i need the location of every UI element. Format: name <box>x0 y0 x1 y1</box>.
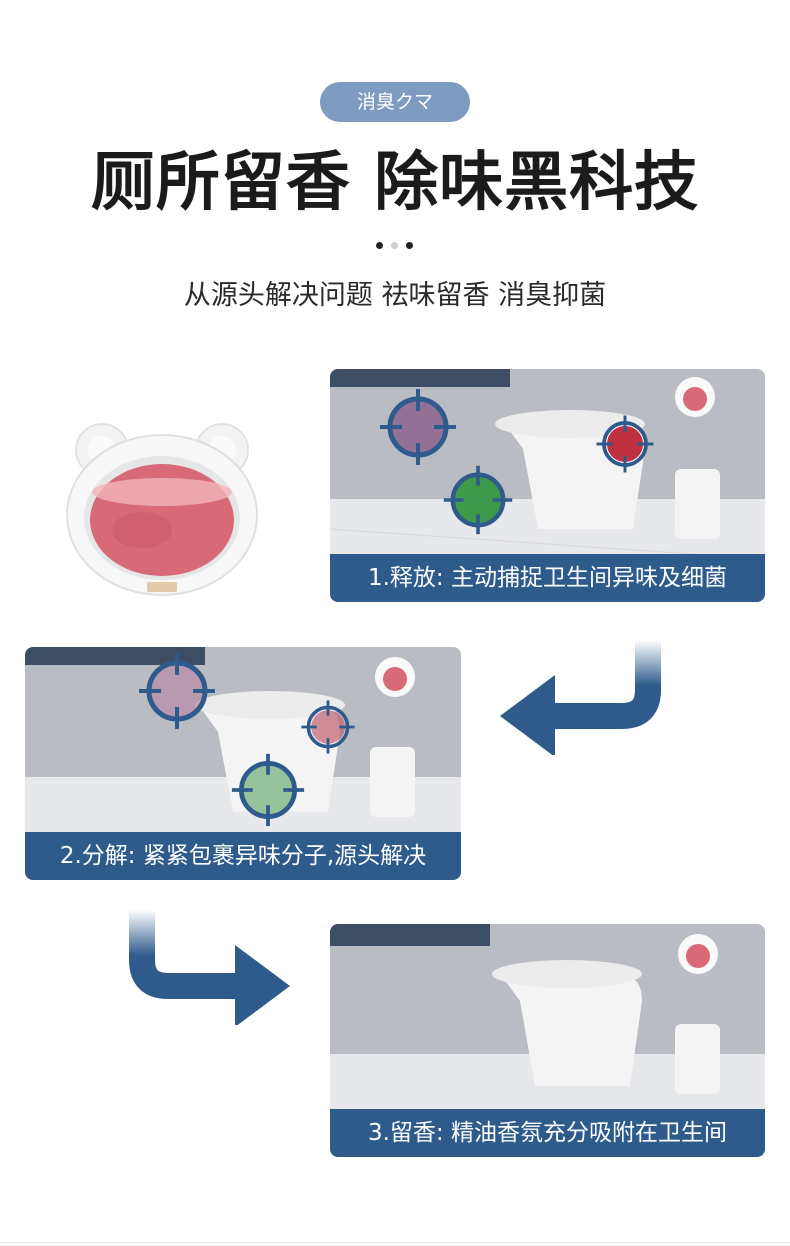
bacteria-icon <box>231 753 305 827</box>
page-subtitle: 从源头解决问题 祛味留香 消臭抑菌 <box>183 280 607 311</box>
target-reticle-icon <box>596 415 654 473</box>
page-title: 厕所留香 除味黑科技 <box>90 146 700 220</box>
dot <box>376 242 383 249</box>
step-1-scene: 1.释放: 主动捕捉卫生间异味及细菌 <box>330 369 765 602</box>
brand-badge: 消臭クマ <box>320 82 470 122</box>
bear-freshener-image <box>66 423 258 596</box>
arrow-right-icon <box>129 910 290 1025</box>
step-2-caption: 2.分解: 紧紧包裹异味分子,源头解决 <box>25 832 461 880</box>
dot <box>406 242 413 249</box>
dot <box>391 242 398 249</box>
target-reticle-icon <box>301 700 355 754</box>
bottom-divider <box>0 1242 790 1243</box>
divider-dots <box>376 242 413 249</box>
arrow-left-icon <box>500 640 661 755</box>
step-3-scene: 3.留香: 精油香氛充分吸附在卫生间 <box>330 924 765 1157</box>
target-reticle-icon <box>380 389 456 465</box>
step-2-scene: 2.分解: 紧紧包裹异味分子,源头解决 <box>25 647 461 880</box>
bacteria-icon <box>443 465 513 535</box>
target-reticle-icon <box>139 653 215 729</box>
step-1-caption: 1.释放: 主动捕捉卫生间异味及细菌 <box>330 554 765 602</box>
step-3-caption: 3.留香: 精油香氛充分吸附在卫生间 <box>330 1109 765 1157</box>
